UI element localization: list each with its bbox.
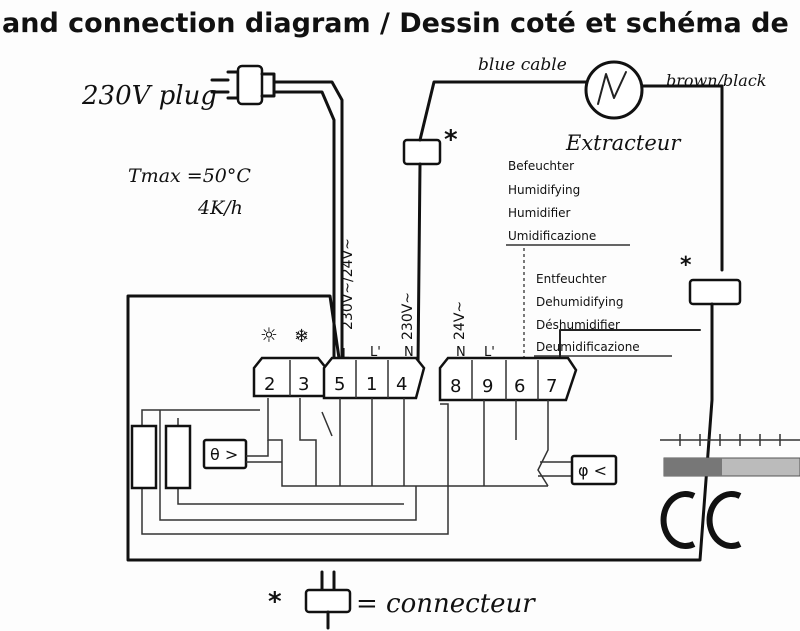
diagram-title: and connection diagram / Dessin coté et … (2, 8, 789, 39)
slider-scale (660, 434, 800, 477)
voltage-label-1: 230V~/24V~ (340, 238, 356, 330)
temperature-sensor (202, 438, 248, 470)
knob-arc-right (706, 491, 742, 549)
humidify-item: Humidifying (508, 183, 580, 197)
dehumidify-item: Deumidificazione (536, 340, 640, 354)
heater-element-2 (164, 424, 192, 490)
terminal-number: 4 (396, 374, 407, 395)
humidify-item: Befeuchter (508, 159, 574, 173)
terminal-group-center (322, 356, 426, 400)
brown-black-wire (640, 84, 724, 272)
legend-asterisk: * (268, 587, 282, 617)
voltage-label-2: 230V~ (400, 292, 416, 340)
humidify-item: Humidifier (508, 206, 571, 220)
blue-cable-label: blue cable (478, 55, 567, 75)
snowflake-icon: ❄ (294, 326, 309, 347)
blue-cable-wire (418, 80, 614, 142)
connector-right (688, 278, 742, 306)
humidity-sensor-label: φ < (578, 461, 607, 480)
terminal-letter: L' (370, 345, 381, 360)
plug-icon (210, 64, 276, 106)
terminal-letter: N (404, 345, 414, 360)
connector-legend-label: = connecteur (356, 589, 536, 619)
terminal-group-right (438, 356, 578, 402)
humidify-item: Umidificazione (508, 229, 596, 243)
terminal-letter: L' (484, 345, 495, 360)
dehumidify-list: Entfeuchter Dehumidifying Déshumidifier … (534, 272, 672, 357)
connector-legend-icon (304, 570, 352, 630)
knob-arc-left (660, 491, 696, 549)
left-outer-wire (126, 294, 342, 562)
terminal-number: 7 (546, 376, 557, 397)
terminal-number: 2 (264, 374, 275, 395)
dehumidify-item: Déshumidifier (536, 318, 620, 332)
sun-icon: ☼ (260, 323, 278, 347)
tmax-label: Tmax =50°C (128, 165, 251, 187)
terminal-number: 3 (298, 374, 309, 395)
plug-wire-b (272, 90, 336, 367)
terminal-number: 9 (482, 376, 493, 397)
temperature-sensor-label: θ > (210, 445, 238, 464)
asterisk-right: * (680, 253, 692, 278)
dehumidify-item: Entfeuchter (536, 272, 606, 286)
humidity-sensor (570, 454, 618, 486)
terminal-letter: N (456, 345, 466, 360)
terminal-letter: L (342, 347, 350, 362)
asterisk-top: * (444, 125, 458, 155)
extractor-label: Extracteur (565, 131, 682, 155)
terminal-number: 1 (366, 374, 377, 395)
brown-black-label: brown/black (666, 71, 766, 90)
dehumidify-item: Dehumidifying (536, 295, 623, 309)
terminal-number: 8 (450, 376, 461, 397)
plug-wire-a (272, 80, 344, 367)
rate-label: 4K/h (197, 197, 243, 219)
right-return-wire (278, 302, 714, 562)
terminal-number: 6 (514, 376, 525, 397)
extractor-fan-icon (584, 60, 644, 120)
connector-top (402, 138, 442, 166)
terminal-number: 5 (334, 374, 345, 395)
connector-down-wire (416, 162, 422, 367)
voltage-label-3: 24V~ (452, 301, 468, 340)
humidify-list: Befeuchter Humidifying Humidifier Umidif… (506, 159, 630, 360)
heater-element-1 (130, 424, 158, 490)
plug-label: 230V plug (81, 81, 217, 111)
terminal-block: 2 3 5 1 4 8 9 6 7 (252, 356, 578, 402)
